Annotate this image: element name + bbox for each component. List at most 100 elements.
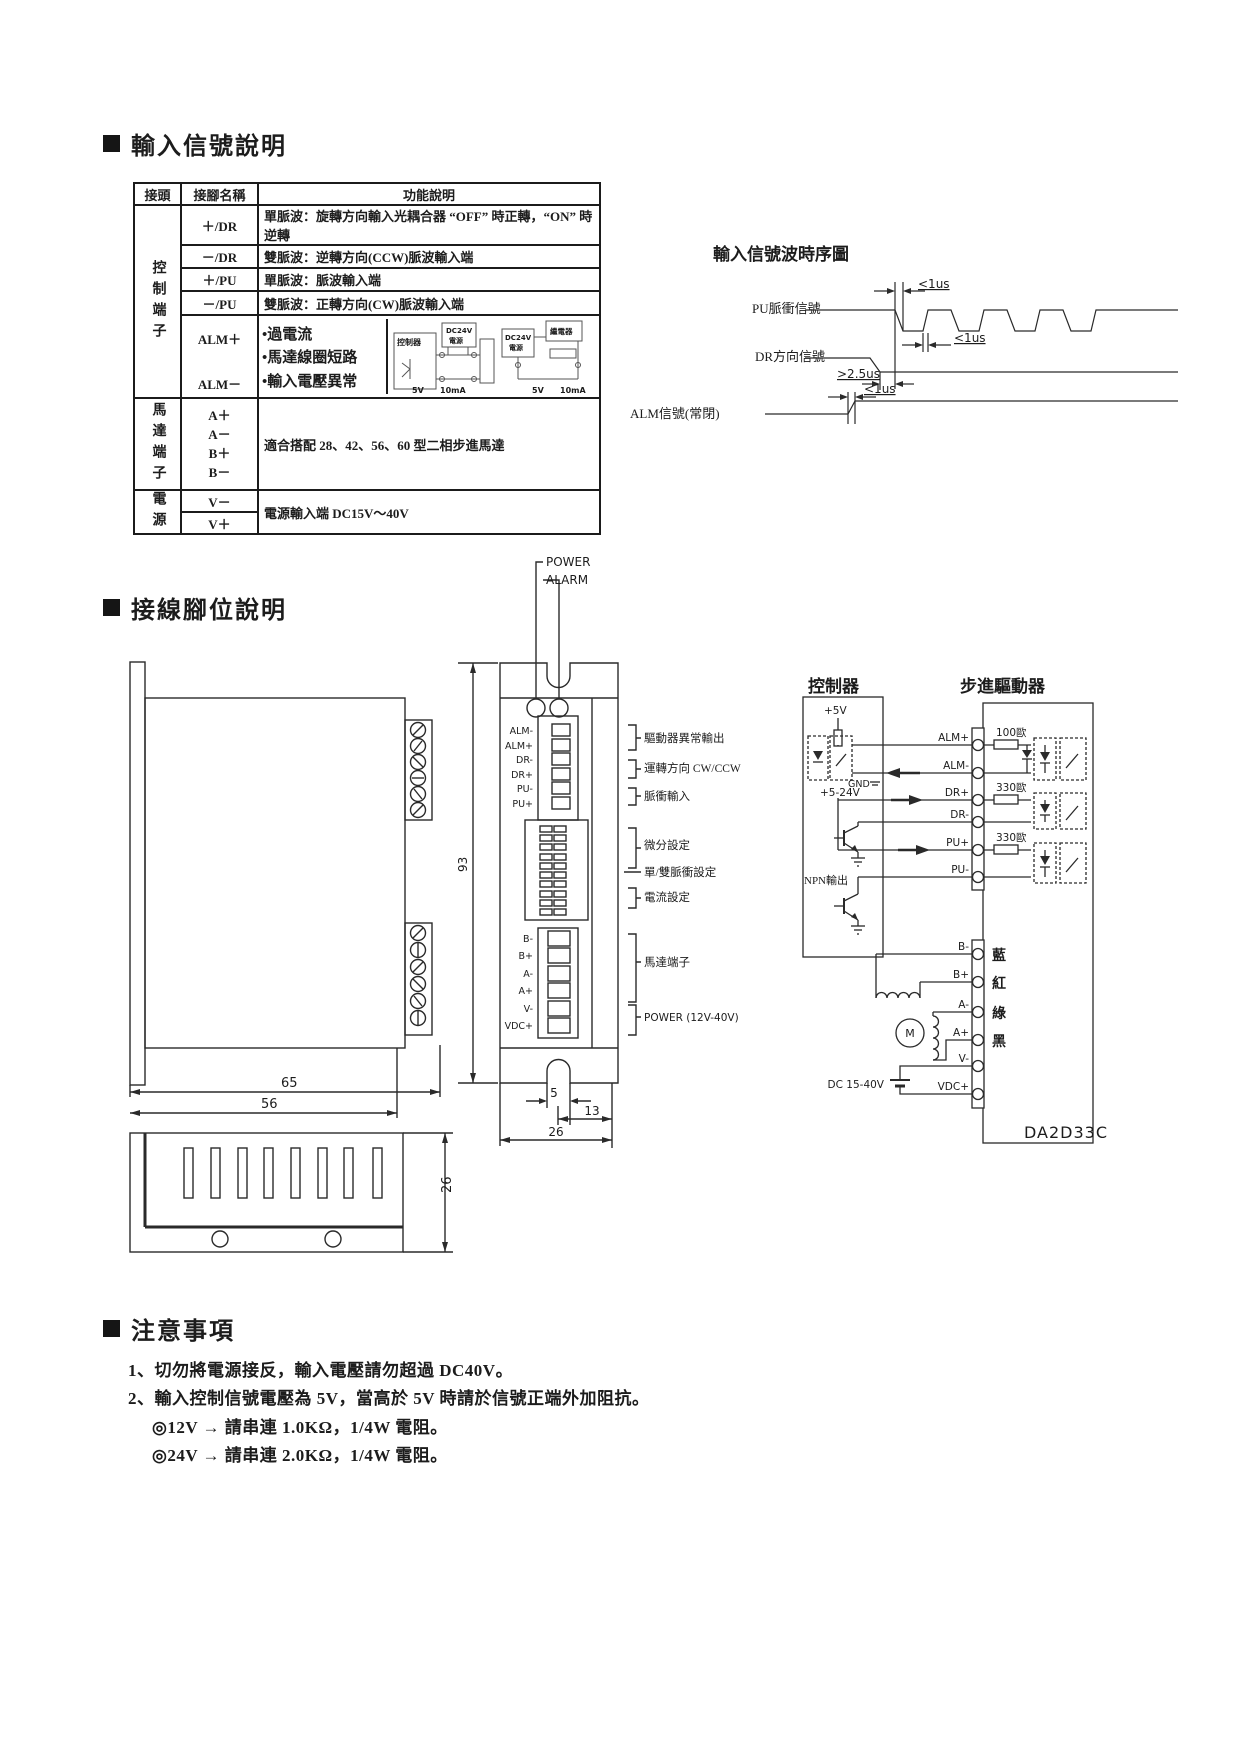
table-row: －/DR 雙脈波：逆轉方向(CCW)脈波輸入端 xyxy=(134,244,601,269)
alm-thumb-controller-circuit: 控制器 DC24V 電源 5V 1 xyxy=(393,322,495,395)
desc-dr-plus: 單脈波：旋轉方向輸入光耦合器 “OFF” 時正轉，“ON” 時逆轉 xyxy=(257,204,601,246)
motor-pin-labels: B- B+ A- A+ V- VDC+ xyxy=(938,941,970,1093)
alm-circuit-thumbnails: 控制器 DC24V 電源 5V 1 xyxy=(388,319,599,395)
lower-terminal-block xyxy=(537,927,579,1039)
section3-title: 注意事項 xyxy=(131,1319,235,1345)
pin-dr-plus: ＋/DR xyxy=(180,204,259,246)
controller-title: 控制器 xyxy=(808,676,860,696)
coil-a xyxy=(932,1015,940,1061)
desc-pu-plus: 單脈波：脈波輸入端 xyxy=(257,267,601,292)
callout-pulse-input: 脈衝輸入 xyxy=(644,789,690,803)
front-pin-alm-minus: ALM- xyxy=(510,726,533,737)
note-2: 2、輸入控制信號電壓為 5V，當高於 5V 時請於信號正端外加阻抗。 xyxy=(128,1389,650,1408)
wire-pin-vdc-plus: VDC+ xyxy=(938,1081,969,1093)
wire-pin-b-minus: B- xyxy=(958,941,969,953)
upper-pin-labels: ALM- ALM+ DR- DR+ PU- PU+ xyxy=(505,726,533,810)
gnd-label: GND xyxy=(848,779,870,790)
optocoupler-pu xyxy=(1033,842,1087,884)
motor-symbol xyxy=(895,1018,925,1048)
group-power: 電源 xyxy=(133,489,182,535)
group-motor-terminal: 馬達端子 xyxy=(133,397,182,491)
plus5-24v-label: +5-24V xyxy=(820,787,861,799)
coil-b xyxy=(875,991,921,999)
pin-alm: ALM＋ ALM－ xyxy=(180,314,259,399)
front-dim-93: 93 xyxy=(456,662,498,1084)
driver-box xyxy=(982,702,1094,1144)
wire-pin-b-plus: B+ xyxy=(953,969,969,981)
driver-title: 步進驅動器 xyxy=(960,676,1046,696)
side-dim-56-label: 56 xyxy=(261,1097,278,1112)
model-number: DA2D33C xyxy=(1024,1123,1108,1142)
sig-dr-minus: DR- xyxy=(950,809,969,821)
col-header-function: 功能說明 xyxy=(257,182,601,206)
sig-pu-minus: PU- xyxy=(951,864,969,876)
front-dim-5: 5 xyxy=(526,1083,591,1125)
callout-microstep: 微分設定 xyxy=(644,838,690,852)
npn-transistor-1 xyxy=(834,822,865,867)
table-row-motor: 馬達端子 A＋ A－ B＋ B－ 適合搭配 28、42、56、60 型二相步進馬… xyxy=(133,397,601,491)
power-led xyxy=(526,698,546,718)
controller-internals: +5V GND +5-24V NPN輸出 xyxy=(804,705,880,935)
plus5v-label: +5V xyxy=(824,705,847,717)
wire-color-red: 紅 xyxy=(992,975,1006,992)
desc-pu-minus: 雙脈波：正轉方向(CW)脈波輸入端 xyxy=(257,290,601,316)
dim-t3: >2.5us xyxy=(837,367,914,390)
wire-color-blue: 藍 xyxy=(992,947,1006,964)
pin-alm-minus: ALM－ xyxy=(197,376,242,392)
alm-signal-label: ALM信號(常閉) xyxy=(630,406,720,421)
col-header-connector: 接頭 xyxy=(133,182,182,206)
front-pin-a-plus: A+ xyxy=(519,986,533,997)
thumb-10ma-label-b: 10mA xyxy=(560,386,586,395)
thumb-relay-label: 繼電器 xyxy=(550,326,573,336)
npn-transistor-2 xyxy=(834,877,865,935)
group-control-terminal: 控制端子 xyxy=(133,204,182,399)
desc-dr-minus: 雙脈波：逆轉方向(CCW)脈波輸入端 xyxy=(257,244,601,269)
alarm-led xyxy=(549,698,569,718)
dim-t1-label: <1us xyxy=(918,277,950,291)
dim-t3-label: >2.5us xyxy=(837,367,880,381)
callout-direction: 運轉方向 CW/CCW xyxy=(644,761,741,775)
note-1: 1、切勿將電源接反，輸入電壓請勿超過 DC40V。 xyxy=(128,1361,514,1380)
section1-title: 輸入信號說明 xyxy=(131,134,287,160)
front-dim-13: 13 xyxy=(557,1083,613,1148)
section1-heading: 輸入信號說明 xyxy=(103,126,287,161)
front-dim-26-label: 26 xyxy=(548,1125,563,1139)
dim-t4-label: <1us xyxy=(864,382,896,396)
upper-terminal-block xyxy=(537,715,579,821)
dim-t1: <1us xyxy=(874,277,950,389)
pin-v-plus: V＋ xyxy=(180,511,259,535)
side-view-outline xyxy=(129,661,433,1086)
alm-bullet: •過電流 xyxy=(262,327,313,344)
front-pin-b-minus: B- xyxy=(523,934,533,945)
front-pin-pu-plus: PU+ xyxy=(512,799,533,810)
pullup-resistor xyxy=(833,729,843,747)
thumb-supply-label1: DC24V xyxy=(446,327,473,335)
note-2a: ◎12V → 請串連 1.0KΩ，1/4W 電阻。 xyxy=(152,1418,448,1437)
front-dim-13-label: 13 xyxy=(584,1104,599,1118)
callout-pulse-mode: 單/雙脈衝設定 xyxy=(644,865,717,879)
table-row-power: 電源 V－ 電源輸入端 DC15V～40V xyxy=(133,489,601,535)
side-dim-56: 56 xyxy=(130,1048,398,1118)
alm-circuit-diagram: 控制器 DC24V 電源 5V 1 xyxy=(393,320,586,395)
controller-box xyxy=(802,696,884,958)
wire-color-green: 綠 xyxy=(992,1005,1007,1022)
pin-alm-plus: ALM＋ xyxy=(197,331,242,347)
section3-heading: 注意事項 xyxy=(103,1311,235,1346)
dim-t2-label: <1us xyxy=(954,331,986,345)
wiring-schematic: 控制器 步進驅動器 +5V xyxy=(802,676,1108,1144)
sig-pu-plus: PU+ xyxy=(946,837,969,849)
dim-t4: <1us xyxy=(828,382,896,424)
sig-dr-plus: DR+ xyxy=(945,787,969,799)
npn-output-label: NPN輸出 xyxy=(804,873,848,887)
desc-power: 電源輸入端 DC15V～40V xyxy=(257,489,601,535)
section-bullet-square xyxy=(103,599,120,616)
dim-t2: <1us xyxy=(902,331,986,352)
pin-v-minus: V－ xyxy=(180,489,259,513)
thumb-10ma-label: 10mA xyxy=(440,386,466,395)
thumb-controller-label: 控制器 xyxy=(397,337,422,347)
lower-terminal-strip xyxy=(971,939,985,1109)
callout-current-set: 電流設定 xyxy=(644,890,690,904)
thumb-supply-label2: 電源 xyxy=(449,336,463,345)
thumb-supply-label1b: DC24V xyxy=(505,334,532,342)
